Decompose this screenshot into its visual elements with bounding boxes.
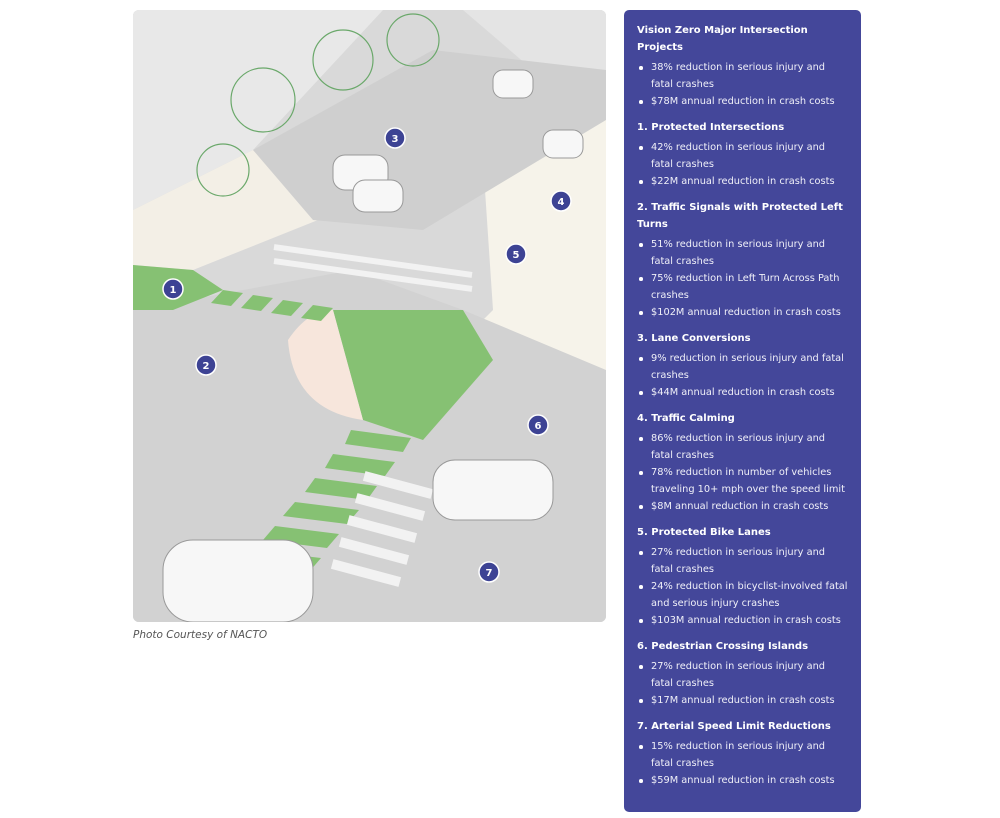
bike-lane [333,310,493,440]
marker-label: 3 [392,134,399,145]
marker-label: 6 [535,421,542,432]
marker-4[interactable]: 4 [550,190,572,212]
section-title: Vision Zero Major Intersection Projects [637,25,808,53]
stat-item: $78M annual reduction in crash costs [639,93,849,110]
stat-item: $103M annual reduction in crash costs [639,612,849,629]
marker-label: 7 [486,568,493,579]
panel-section: 5. Protected Bike Lanes 27% reduction in … [637,524,849,629]
stat-item: 38% reduction in serious injury and fata… [639,59,849,93]
panel-section: 2. Traffic Signals with Protected Left T… [637,199,849,321]
section-title: 3. Lane Conversions [637,333,751,344]
stat-item: 78% reduction in number of vehicles trav… [639,464,849,498]
cars [162,69,584,622]
marker-3[interactable]: 3 [384,127,406,149]
marker-7[interactable]: 7 [478,561,500,583]
stat-list: 86% reduction in serious injury and fata… [637,430,849,515]
stat-list: 42% reduction in serious injury and fata… [637,139,849,190]
stat-list: 27% reduction in serious injury and fata… [637,544,849,629]
building [133,10,383,210]
panel-section: 7. Arterial Speed Limit Reductions 15% re… [637,718,849,789]
stat-list: 15% reduction in serious injury and fata… [637,738,849,789]
section-title: 2. Traffic Signals with Protected Left T… [637,202,843,230]
panel-section: 4. Traffic Calming 86% reduction in serio… [637,410,849,515]
stat-item: $22M annual reduction in crash costs [639,173,849,190]
stat-item: 27% reduction in serious injury and fata… [639,544,849,578]
marker-label: 1 [170,285,177,296]
stat-item: 24% reduction in bicyclist-involved fata… [639,578,849,612]
panel-section: Vision Zero Major Intersection Projects 3… [637,22,849,110]
marker-2[interactable]: 2 [195,354,217,376]
section-title: 4. Traffic Calming [637,413,735,424]
stat-item: $102M annual reduction in crash costs [639,304,849,321]
section-title: 1. Protected Intersections [637,122,785,133]
section-title: 7. Arterial Speed Limit Reductions [637,721,831,732]
stat-list: 9% reduction in serious injury and fatal… [637,350,849,401]
stat-item: 15% reduction in serious injury and fata… [639,738,849,772]
intersection-illustration: 1 2 3 4 5 6 7 [133,10,606,622]
stat-item: 86% reduction in serious injury and fata… [639,430,849,464]
stat-item: 75% reduction in Left Turn Across Path c… [639,270,849,304]
building [463,10,606,70]
island [288,310,363,420]
stat-item: 51% reduction in serious injury and fata… [639,236,849,270]
marker-1[interactable]: 1 [162,278,184,300]
stat-list: 38% reduction in serious injury and fata… [637,59,849,110]
marker-6[interactable]: 6 [527,414,549,436]
panel-section: 3. Lane Conversions 9% reduction in serio… [637,330,849,401]
marker-label: 5 [513,250,520,261]
crosswalk [273,244,473,587]
marker-label: 2 [203,361,210,372]
stat-item: $59M annual reduction in crash costs [639,772,849,789]
stats-panel: Vision Zero Major Intersection Projects 3… [624,10,861,812]
panel-section: 6. Pedestrian Crossing Islands 27% reduct… [637,638,849,709]
panel-section: 1. Protected Intersections 42% reduction … [637,119,849,190]
stat-item: 27% reduction in serious injury and fata… [639,658,849,692]
street-illustration: 1 2 3 4 5 6 7 [133,10,606,622]
stat-item: 42% reduction in serious injury and fata… [639,139,849,173]
stat-item: $17M annual reduction in crash costs [639,692,849,709]
marker-5[interactable]: 5 [505,243,527,265]
section-title: 5. Protected Bike Lanes [637,527,771,538]
stat-list: 27% reduction in serious injury and fata… [637,658,849,709]
stat-item: $8M annual reduction in crash costs [639,498,849,515]
stat-list: 51% reduction in serious injury and fata… [637,236,849,321]
stat-item: $44M annual reduction in crash costs [639,384,849,401]
section-title: 6. Pedestrian Crossing Islands [637,641,809,652]
stat-item: 9% reduction in serious injury and fatal… [639,350,849,384]
trees [196,13,440,197]
photo-caption: Photo Courtesy of NACTO [133,629,268,641]
marker-label: 4 [558,197,565,208]
